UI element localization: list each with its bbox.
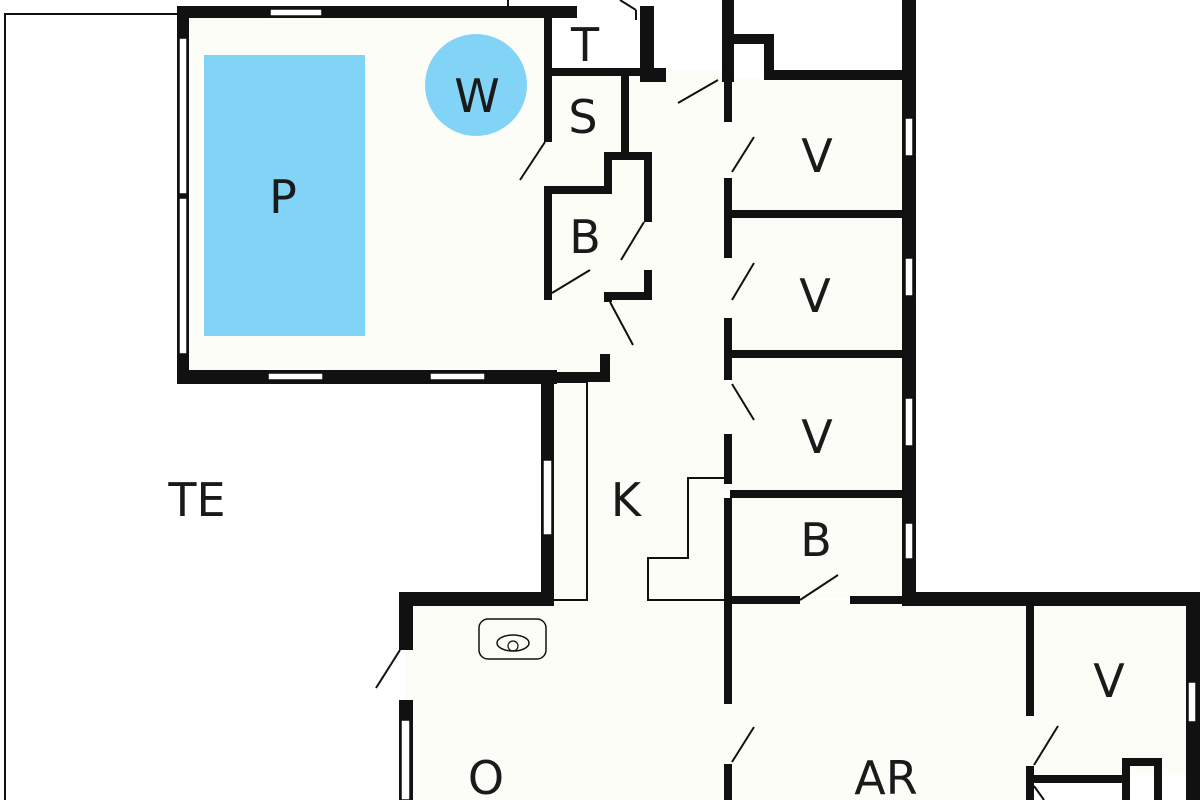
room-label-terrace: TE	[167, 473, 225, 527]
wall-bath-right	[644, 152, 652, 222]
window-bedroom-4	[1187, 681, 1197, 723]
entrance-stub-lines	[507, 0, 637, 20]
bathroom-lower-floor	[730, 498, 910, 598]
window-bedroom-3	[904, 397, 914, 447]
door-toilet	[677, 79, 719, 104]
wall-living-left	[399, 592, 413, 650]
door-activity	[731, 726, 755, 763]
door-bedroom-3	[731, 383, 755, 421]
wall-bedrooms-right	[902, 0, 916, 606]
wall-sauna-left	[544, 76, 552, 142]
bedroom-floor-2	[730, 218, 910, 353]
wall-bedrooms-left-6	[724, 764, 732, 800]
room-label-bedroom-1: V	[801, 129, 833, 183]
wall-bedrooms-left-top	[722, 0, 734, 82]
wall-bedroom-divider-2	[730, 350, 910, 358]
room-label-bedroom-3: V	[801, 410, 833, 464]
door-bedroom-4	[1033, 725, 1059, 766]
door-bedroom-4-lower	[1033, 785, 1045, 800]
room-label-bathroom-upper: B	[569, 210, 601, 264]
wall-bath-step	[604, 152, 652, 160]
wall-corridor-stub-h	[554, 372, 610, 382]
door-pool-corridor	[609, 301, 634, 346]
kitchen-counter	[554, 381, 588, 601]
activity-room-floor	[730, 600, 1030, 800]
wall-pool-top	[177, 6, 577, 18]
wall-top-room-step	[764, 34, 774, 80]
room-label-sauna: S	[568, 90, 597, 144]
terrace-outline	[4, 13, 180, 800]
window-living-left	[400, 719, 411, 800]
wall-bath-bottom-stub	[604, 292, 612, 302]
wall-bedroom-divider-1	[730, 210, 910, 218]
door-living	[375, 649, 401, 689]
door-bedroom-1	[731, 136, 755, 173]
window-pool-left-2	[178, 197, 188, 355]
bedroom-floor-3	[730, 358, 910, 493]
window-pool-top-1	[269, 8, 323, 17]
wall-bath-left	[544, 194, 552, 300]
wall-bedrooms-left-4	[724, 434, 732, 484]
room-label-bedroom-2: V	[799, 269, 831, 323]
wall-bath-right-lower	[644, 270, 652, 300]
window-bedroom-1	[904, 117, 914, 157]
wall-sauna-right	[621, 76, 629, 156]
wall-bedroom-divider-3	[730, 490, 910, 498]
wall-bathroom-lower-bottom-r	[850, 596, 910, 604]
wall-bedrooms-left-3	[724, 318, 732, 380]
wall-bedroom4-bottom	[1030, 775, 1130, 783]
wall-bedroom4-step	[1122, 758, 1130, 800]
room-label-living: O	[468, 751, 504, 800]
window-terrace-right	[542, 459, 553, 536]
wall-toilet-right	[640, 6, 654, 76]
wall-sauna-bottom	[544, 186, 612, 194]
pool	[204, 55, 365, 336]
kitchen-sink-drain	[507, 640, 519, 652]
whirlpool	[425, 34, 527, 136]
window-pool-bottom-2	[429, 372, 486, 381]
wall-bath-bottom	[604, 292, 652, 300]
wall-toilet-bottom	[544, 68, 644, 76]
door-bath-upper	[620, 221, 645, 261]
wall-pool-bottom	[177, 370, 557, 384]
wall-bedroom4-left	[1026, 600, 1034, 716]
room-label-whirlpool: W	[454, 69, 499, 123]
wall-bath-step-v	[604, 152, 612, 194]
kitchen-sink	[478, 618, 547, 660]
wall-bedrooms-left-1	[724, 82, 732, 122]
window-pool-left-1	[178, 37, 188, 195]
wall-bedroom4-step-h	[1122, 758, 1162, 766]
wall-bedrooms-left-5	[724, 498, 732, 704]
stairs	[647, 477, 726, 601]
wall-toilet-right-cap	[640, 68, 666, 82]
bedroom-floor-4	[1030, 600, 1200, 775]
window-bedroom-2	[904, 257, 914, 297]
door-bathroom-lower	[799, 574, 839, 601]
window-bathroom-lower	[904, 522, 914, 560]
door-sauna	[519, 141, 546, 181]
room-label-activity: AR	[854, 751, 917, 800]
room-label-bedroom-4: V	[1093, 654, 1125, 708]
wall-corridor-stub	[600, 354, 610, 382]
wall-bedrooms-left-2	[724, 178, 732, 258]
wall-activity-top	[902, 592, 1200, 606]
room-label-bathroom-lower: B	[800, 513, 832, 567]
wall-living-top	[399, 592, 554, 606]
bedroom-floor-1	[730, 78, 910, 213]
room-label-toilet: T	[570, 18, 600, 72]
door-bath-upper-2	[551, 269, 591, 294]
wall-top-room-left	[734, 34, 772, 44]
wall-toilet-left	[544, 14, 552, 72]
living-floor	[405, 600, 730, 800]
wall-bedroom4-step-v	[1154, 758, 1162, 800]
room-label-kitchen: K	[611, 473, 643, 527]
room-label-pool: P	[269, 170, 297, 224]
window-pool-bottom-1	[267, 372, 324, 381]
wall-top-room-bottom	[764, 70, 910, 80]
door-bedroom-2	[731, 262, 755, 301]
wall-bathroom-lower-bottom	[730, 596, 800, 604]
